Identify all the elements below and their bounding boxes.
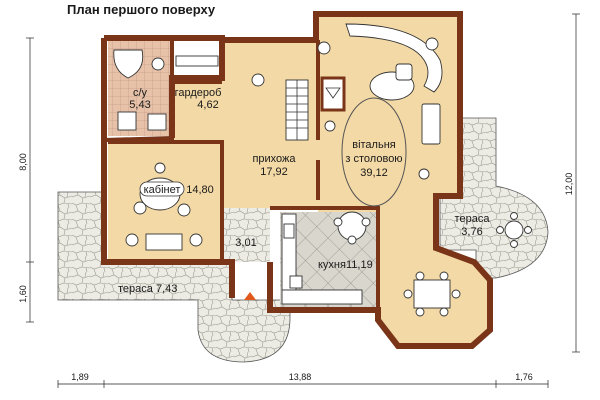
- dim-bottom-right: 1,76: [515, 372, 533, 382]
- entrance-marker: [244, 292, 256, 300]
- storage-area: 3,01: [235, 237, 256, 249]
- office-sofa: [145, 233, 183, 251]
- dining-table: [403, 271, 461, 317]
- terrace-left-name: тераса: [118, 283, 154, 295]
- armchair: [395, 63, 413, 81]
- wardrobe-name: гардероб: [175, 87, 222, 99]
- terrace-table: [496, 212, 532, 248]
- wardrobe-rail: [175, 55, 219, 67]
- fireplace: [320, 76, 346, 112]
- sofa: [421, 103, 441, 145]
- living-name-2: з столовою: [345, 153, 402, 165]
- staircase: [285, 79, 309, 141]
- dim-bottom-left: 1,89: [71, 372, 89, 382]
- wc-area: 5,43: [129, 99, 150, 111]
- plant-icon: [125, 37, 439, 247]
- bathroom-fixtures: [113, 49, 167, 131]
- dim-left-height: 8,00: [18, 153, 28, 171]
- dim-left-lower: 1,60: [18, 285, 28, 303]
- hall-area: 17,92: [260, 166, 288, 178]
- dim-right-height: 12,00: [564, 173, 574, 196]
- kitchen-counters: [281, 211, 371, 305]
- wardrobe-floor: [172, 82, 222, 140]
- kitchen-area: 11,19: [346, 259, 373, 271]
- living-area: 39,12: [360, 167, 388, 179]
- curved-sofa: [345, 23, 443, 93]
- office-name: кабінет: [144, 184, 181, 196]
- living-name-1: вітальня: [352, 139, 396, 151]
- exterior-wall: [101, 11, 493, 349]
- kitchen-name: кухня: [318, 259, 346, 271]
- office-area: 14,80: [186, 184, 214, 196]
- interior-walls: [103, 40, 380, 310]
- terrace-left-area: 7,43: [156, 283, 177, 295]
- dim-bottom-middle: 13,88: [289, 372, 312, 382]
- dimension-lines: [26, 13, 580, 388]
- storage-floor: [224, 208, 270, 262]
- wardrobe-area: 4,62: [197, 99, 218, 111]
- plan-title: План першого поверху: [67, 2, 216, 17]
- terrace-right-area: 3,76: [461, 226, 482, 238]
- hall-name: прихожа: [252, 153, 296, 165]
- wc-name: с/у: [133, 87, 148, 99]
- terrace-right-name: тераса: [455, 213, 491, 225]
- living-rug: [341, 97, 407, 207]
